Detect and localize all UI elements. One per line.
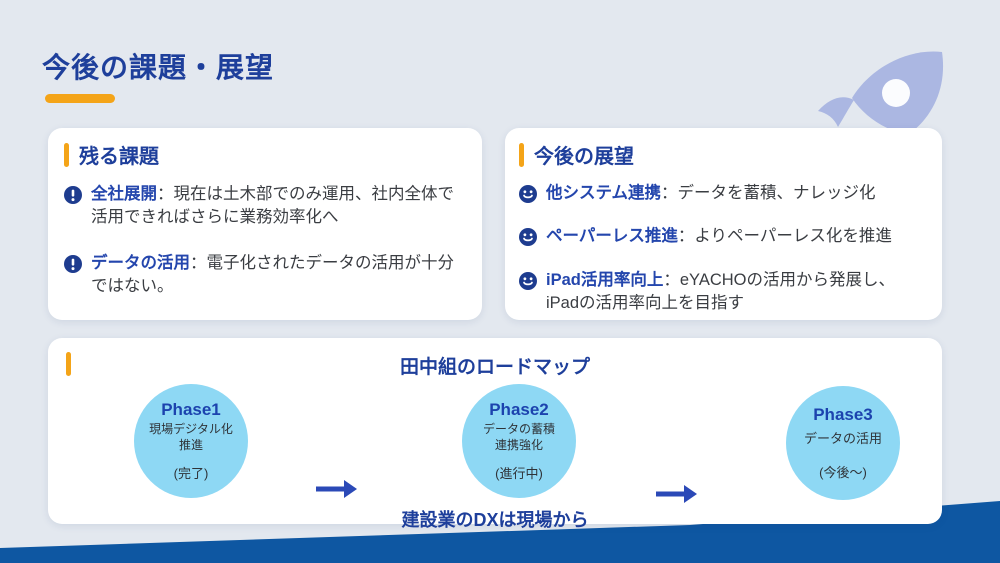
outlook-item: ペーパーレス推進：よりペーパーレス化を推進 [519, 225, 924, 248]
item-term: ペーパーレス推進 [546, 227, 678, 246]
item-desc: ：よりペーパーレス化を推進 [677, 227, 892, 246]
rocket-icon [818, 51, 944, 140]
phase-desc: データの活用 [803, 431, 882, 447]
bottom-band [0, 501, 1000, 563]
phase-desc: 現場デジタル化 推進 [149, 421, 233, 452]
phase-circle-1: Phase1 現場デジタル化 推進 (完了) [134, 384, 248, 498]
page-title: 今後の課題・展望 [42, 52, 275, 83]
smiley-icon [519, 228, 537, 247]
item-term: 他システム連携 [546, 184, 662, 202]
roadmap-caption: 建設業のDXは現場から [401, 510, 589, 530]
item-term: iPad活用率向上 [546, 270, 664, 289]
phase-status: (完了) [173, 466, 209, 482]
challenge-item: データの活用：電子化されたデータの活用が十分ではない。 [64, 252, 464, 299]
smiley-icon [519, 185, 537, 203]
exclamation-icon [64, 254, 82, 273]
roadmap-card: 田中組のロードマップ Phase1 現場デジタル化 推進 (完了) Phase2… [48, 338, 942, 530]
challenges-card: 残る課題 全社展開：現在は土木部でのみ運用、社内全体で活用できればさらに業務効率… [48, 128, 482, 320]
accent-bar [66, 352, 71, 376]
challenges-heading: 残る課題 [79, 146, 159, 168]
arrow-right-icon [316, 480, 357, 498]
outlook-text: iPad活用率向上：eYACHOの活用から発展し、iPadの活用率向上を目指す [546, 269, 924, 316]
phase-label: Phase1 [161, 399, 221, 419]
outlook-card: 今後の展望 他システム連携：データを蓄積、ナレッジ化 ペーパーレス推進：よりペー… [505, 128, 942, 320]
phase-circle-3: Phase3 データの活用 (今後〜) [786, 386, 900, 500]
smiley-icon [519, 271, 537, 290]
outlook-item: iPad活用率向上：eYACHOの活用から発展し、iPadの活用率向上を目指す [519, 269, 924, 316]
phase-label: Phase2 [489, 399, 549, 419]
phase-status: (今後〜) [819, 464, 867, 480]
roadmap-phases: Phase1 現場デジタル化 推進 (完了) Phase2 データの蓄積 連携強… [64, 384, 926, 503]
item-term: データの活用 [91, 253, 190, 272]
accent-bar [64, 142, 69, 167]
accent-bar [519, 142, 524, 167]
phase-status: (進行中) [495, 466, 543, 482]
item-term: 全社展開 [91, 185, 157, 203]
item-desc: ：データを蓄積、ナレッジ化 [661, 184, 876, 202]
outlook-item: 他システム連携：データを蓄積、ナレッジ化 [519, 182, 924, 205]
item-desc: ：現在は土木部でのみ運用、社内全体で活用できればさらに業務効率化へ [91, 185, 454, 227]
item-desc: ：eYACHOの活用から発展し、iPadの活用率向上を目指す [546, 270, 895, 313]
challenge-text: 全社展開：現在は土木部でのみ運用、社内全体で活用できればさらに業務効率化へ [91, 183, 464, 230]
outlook-text: ペーパーレス推進：よりペーパーレス化を推進 [546, 225, 892, 248]
phase-label: Phase3 [813, 405, 873, 425]
roadmap-heading: 田中組のロードマップ [399, 357, 590, 378]
outlook-text: 他システム連携：データを蓄積、ナレッジ化 [546, 182, 876, 205]
phase-circle-2: Phase2 データの蓄積 連携強化 (進行中) [462, 384, 576, 498]
outlook-heading: 今後の展望 [534, 146, 634, 168]
arrow-right-icon [656, 485, 697, 503]
challenge-item: 全社展開：現在は土木部でのみ運用、社内全体で活用できればさらに業務効率化へ [64, 183, 464, 230]
title-underline [45, 94, 115, 103]
phase-desc: データの蓄積 連携強化 [482, 421, 555, 452]
challenge-text: データの活用：電子化されたデータの活用が十分ではない。 [91, 252, 464, 299]
item-desc: ：電子化されたデータの活用が十分ではない。 [91, 253, 454, 296]
exclamation-icon [64, 186, 82, 204]
